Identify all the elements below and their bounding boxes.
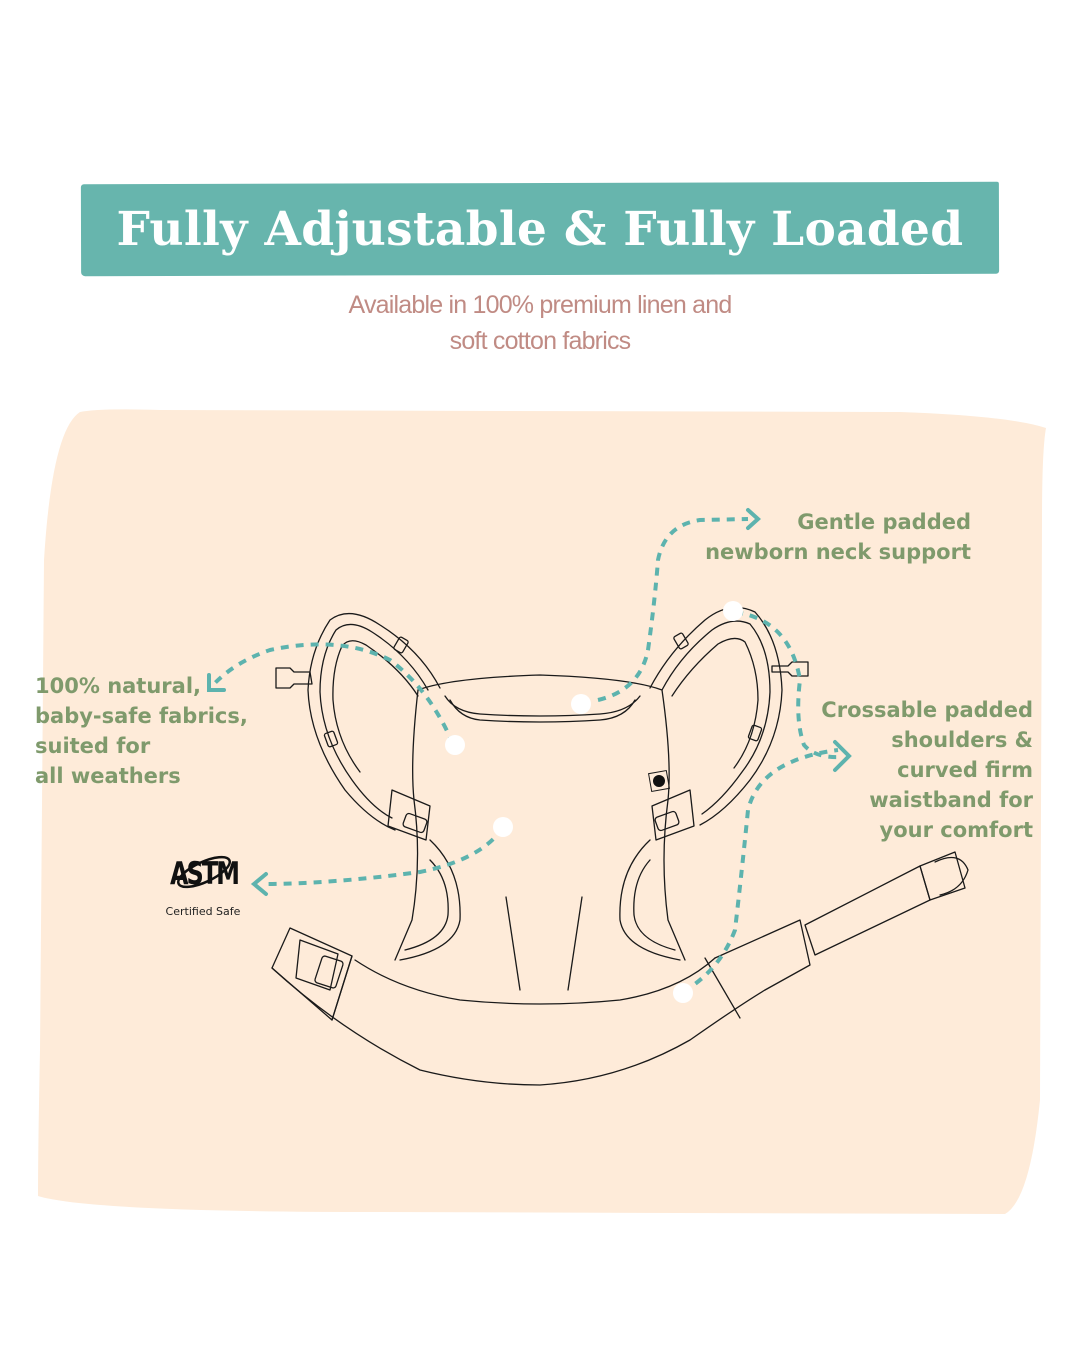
callout-line: 100% natural, [35, 674, 202, 698]
brand-tag-icon [647, 769, 671, 793]
hotspot-marker [445, 735, 465, 755]
callout-neck-support: Gentle padded newborn neck support [660, 507, 971, 567]
hotspot-marker [673, 983, 693, 1003]
certification-label: Certified Safe [165, 905, 241, 918]
hotspot-marker [493, 817, 513, 837]
callout-line: newborn neck support [705, 540, 971, 564]
callout-arrows [212, 517, 841, 994]
callout-line: curved firm [897, 758, 1033, 782]
subtitle-line: soft cotton fabrics [449, 327, 632, 355]
page-title: Fully Adjustable & Fully Loaded [116, 201, 964, 257]
callout-line: your comfort [879, 818, 1033, 842]
hotspot-marker [571, 694, 591, 714]
arrowheads [207, 508, 852, 896]
subtitle-line: Available in 100% premium linen and [348, 291, 733, 319]
callout-line: suited for [35, 734, 151, 758]
astm-logo-icon: ASTM [170, 855, 241, 892]
callout-line: Crossable padded [821, 698, 1033, 722]
callout-line: shoulders & [891, 728, 1033, 752]
callout-line: Gentle padded [797, 510, 971, 534]
baby-carrier-drawing [271, 606, 969, 1086]
callout-shoulders-waistband: Crossable padded shoulders & curved firm… [800, 695, 1033, 845]
callout-line: baby-safe fabrics, [35, 704, 248, 728]
background-panel [38, 409, 1046, 1214]
subtitle: Available in 100% premium linen and soft… [240, 287, 840, 359]
hotspot-markers [445, 601, 743, 1003]
svg-text:ASTM: ASTM [170, 855, 239, 892]
callout-line: waistband for [869, 788, 1033, 812]
callout-line: all weathers [35, 764, 181, 788]
hotspot-marker [723, 601, 743, 621]
callout-fabrics: 100% natural, baby-safe fabrics, suited … [35, 671, 275, 791]
